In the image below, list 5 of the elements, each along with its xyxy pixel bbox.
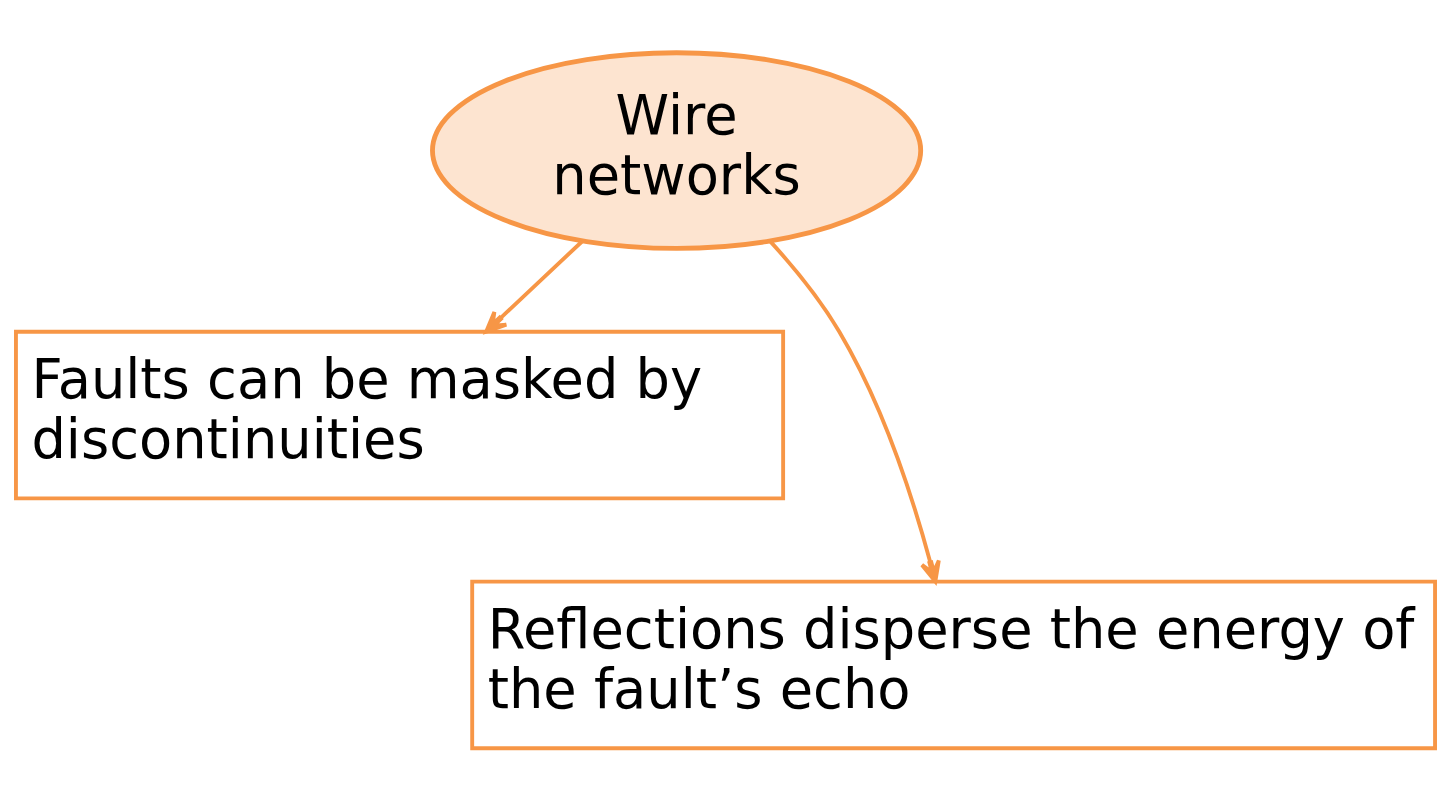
- node-ellipse: Wire networks: [430, 49, 924, 251]
- arrow: [769, 239, 941, 583]
- node-box: Reflections disperse the energy of the fault’s echo: [470, 579, 1437, 750]
- node-box: Faults can be masked by discontinuities: [14, 329, 786, 500]
- arrow: [484, 239, 584, 333]
